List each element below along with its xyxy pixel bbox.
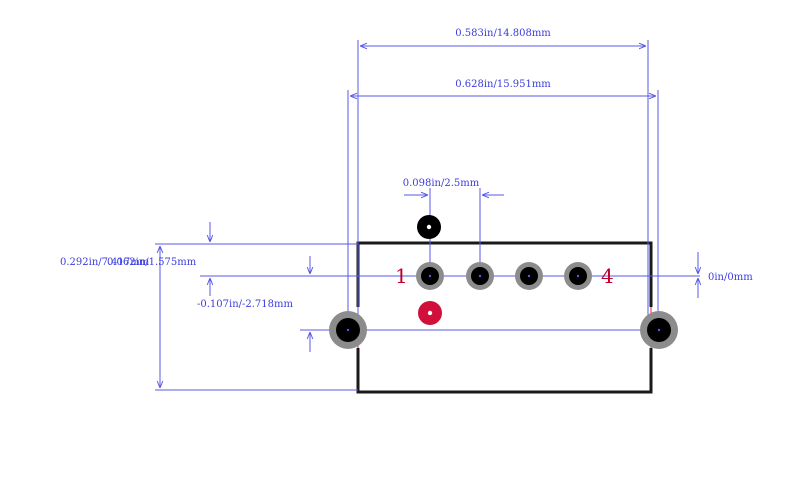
dim-label-pin-pitch: 0.098in/2.5mm (403, 178, 480, 189)
pin-label-last: 4 (601, 264, 614, 288)
pin1-marker (417, 215, 441, 239)
dimension-arrows (160, 46, 698, 388)
extension-lines (155, 40, 700, 391)
dim-label-mounting-width: 0.583in/14.808mm (455, 28, 551, 39)
red-marker (418, 301, 442, 325)
pin-label-first: 1 (395, 264, 408, 288)
dim-label-body-width: 0.628in/15.951mm (455, 79, 551, 90)
dim-label-origin: 0in/0mm (708, 272, 753, 283)
dim-label-body-height: 0.292in/7.417mm (60, 257, 150, 268)
dim-label-mounting-offset: -0.107in/-2.718mm (197, 299, 294, 310)
pad-center-marks (346, 274, 661, 332)
dim-label-pin-row-offset: 0.062in/1.575mm (107, 257, 197, 268)
